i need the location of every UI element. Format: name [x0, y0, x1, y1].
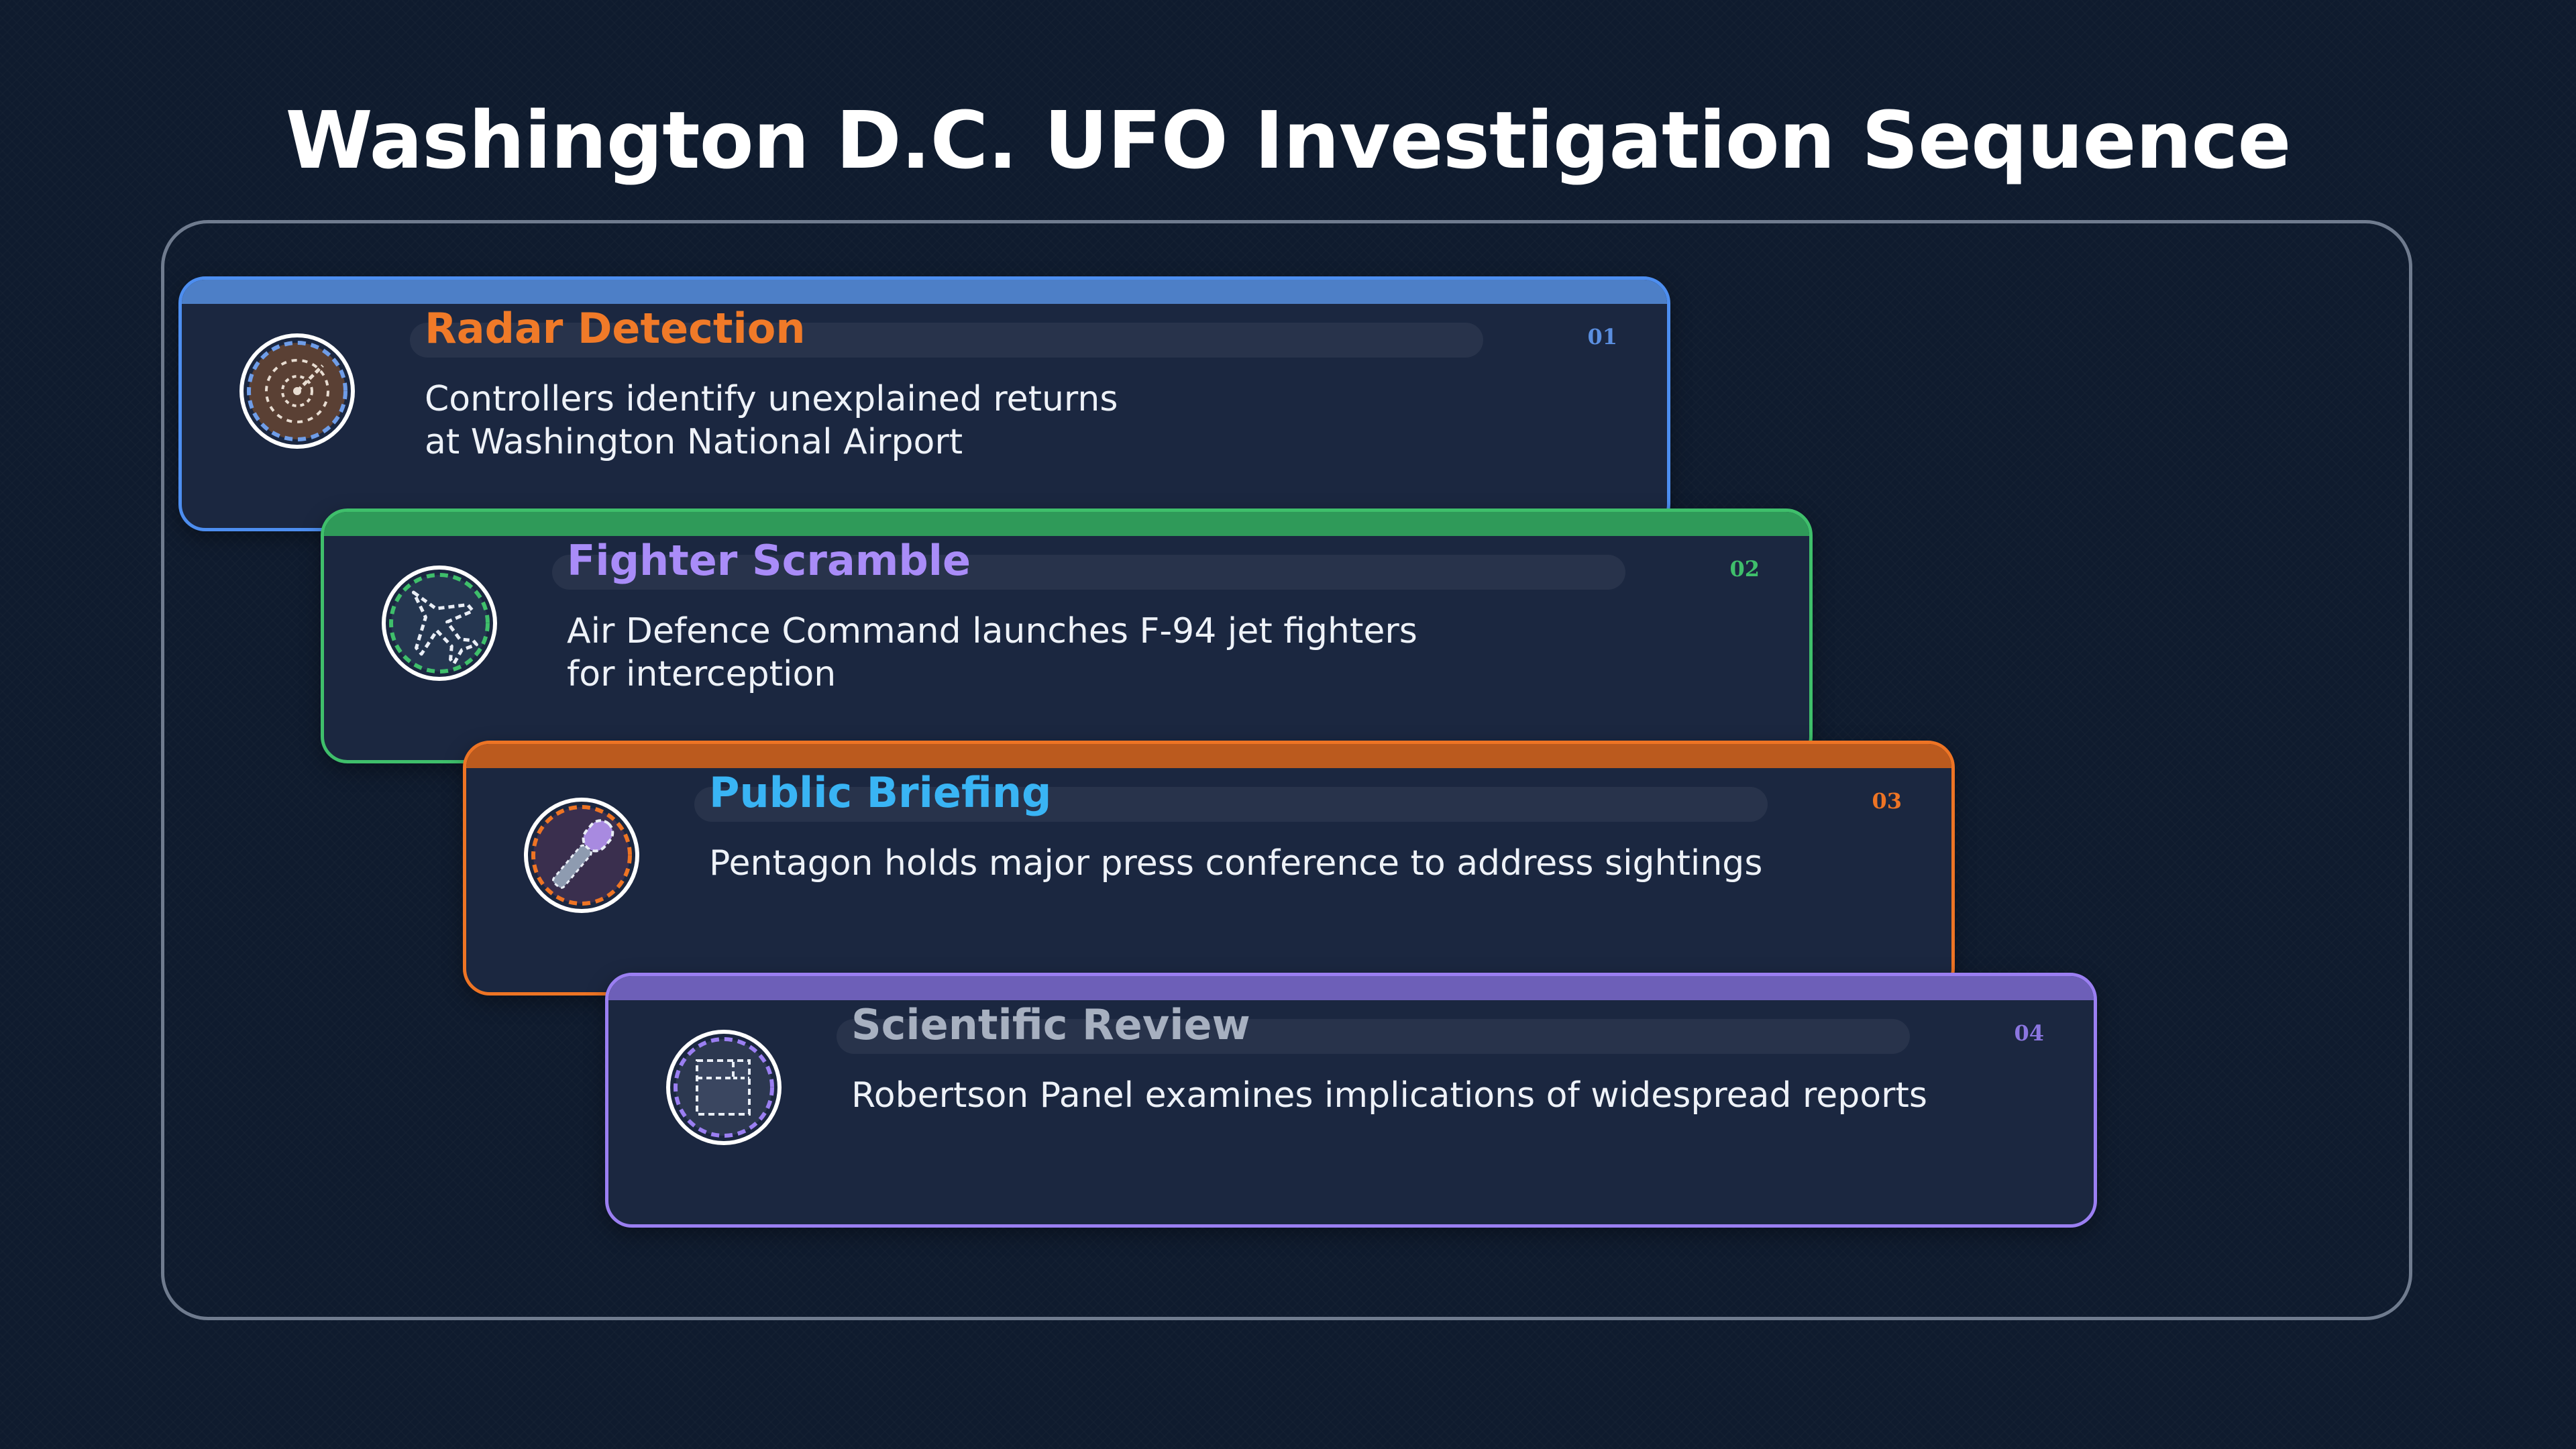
step-description: Robertson Panel examines implications of… [851, 1074, 1992, 1117]
step-heading: Public Briefing [709, 768, 1052, 817]
step-description-line: for interception [567, 654, 837, 694]
step-heading: Scientific Review [851, 1000, 1250, 1049]
step-description: Pentagon holds major press conference to… [709, 842, 1849, 885]
step-description-line: Robertson Panel examines implications of… [851, 1075, 1927, 1116]
step-number: 01 [1587, 324, 1617, 350]
step-description-line: Air Defence Command launches F-94 jet fi… [567, 611, 1417, 651]
heading-track [837, 1019, 1910, 1054]
heading-track [694, 787, 1768, 822]
step-heading: Radar Detection [425, 304, 806, 353]
step-card-header-bar [182, 280, 1667, 304]
step-description-line: at Washington National Airport [425, 422, 963, 462]
heading-track [552, 555, 1625, 590]
heading-track [410, 323, 1483, 358]
step-heading: Fighter Scramble [567, 536, 971, 585]
radar-icon [237, 331, 358, 451]
sequence-frame [161, 220, 2412, 1320]
step-description: Controllers identify unexplained returns… [425, 378, 1565, 464]
step-number: 04 [2014, 1020, 2044, 1046]
step-card-header-bar [608, 976, 2094, 1000]
microphone-icon [521, 795, 642, 916]
step-description-line: Pentagon holds major press conference to… [709, 843, 1763, 883]
step-description-line: Controllers identify unexplained returns [425, 379, 1118, 419]
jet-fighter-icon [379, 563, 500, 684]
step-card-fighter-scramble: Fighter Scramble 02 Air Defence Command … [321, 508, 1813, 763]
step-card-header-bar [324, 512, 1809, 536]
document-review-icon [663, 1027, 784, 1148]
step-card-public-briefing: Public Briefing 03 Pentagon holds major … [463, 741, 1955, 996]
step-card-header-bar [466, 744, 1951, 768]
step-number: 02 [1729, 556, 1760, 582]
step-card-radar-detection: Radar Detection 01 Controllers identify … [178, 276, 1670, 531]
step-number: 03 [1872, 788, 1902, 814]
step-description: Air Defence Command launches F-94 jet fi… [567, 610, 1707, 696]
page-title: Washington D.C. UFO Investigation Sequen… [285, 94, 2292, 186]
step-card-scientific-review: Scientific Review 04 Robertson Panel exa… [605, 973, 2097, 1228]
